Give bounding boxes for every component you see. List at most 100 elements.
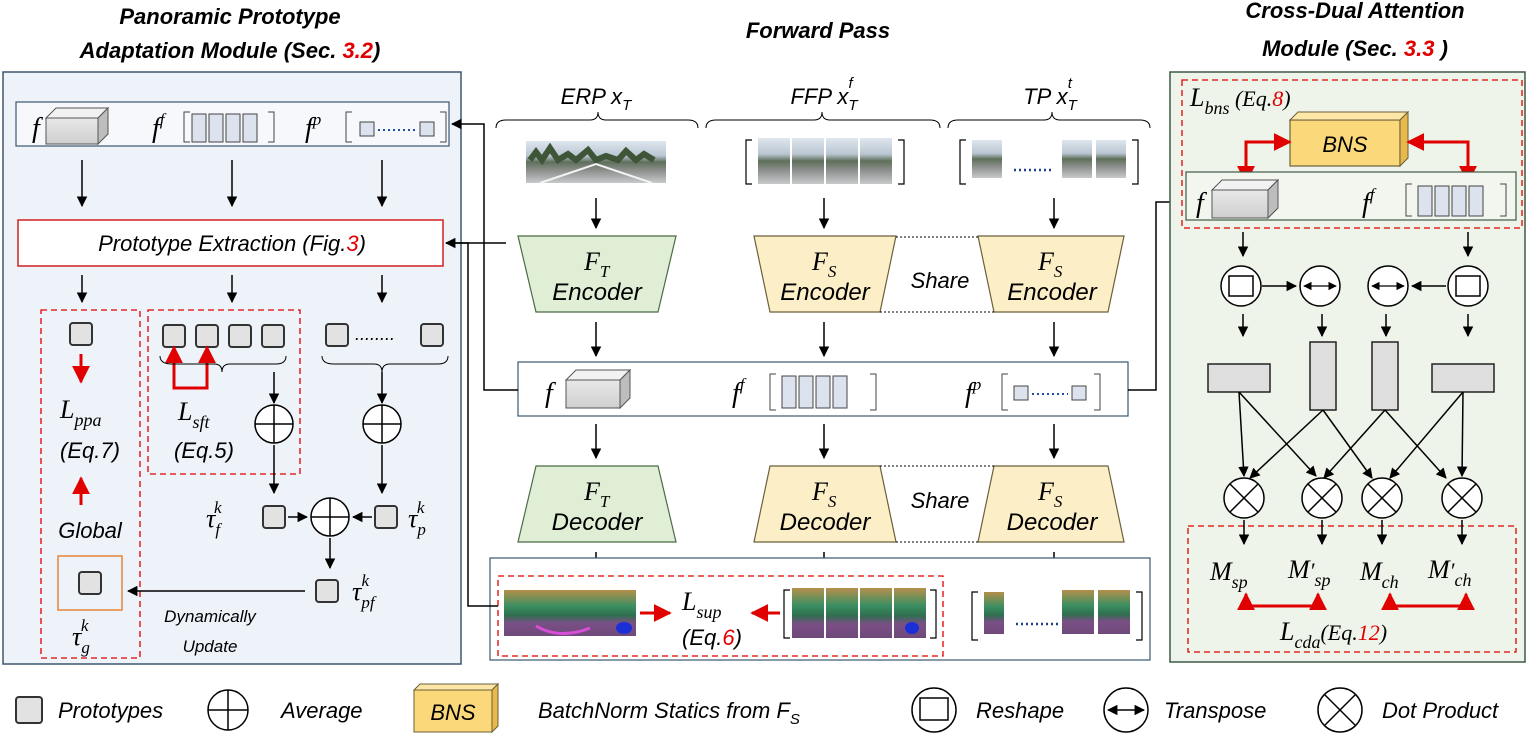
- input-braces: [495, 111, 1151, 129]
- legend-average-icon: [207, 689, 249, 731]
- tp-segmentation: [971, 590, 1143, 641]
- right-ff-slabs: [1405, 183, 1507, 217]
- teacher-decoder-label: Decoder: [552, 509, 644, 536]
- l-sft-label: Lsft: [177, 397, 210, 432]
- erp-input-label: ERP xT: [561, 84, 634, 114]
- eq7-label: (Eq.7): [60, 438, 120, 463]
- tau-g-label: τgk: [72, 616, 90, 657]
- student-encoder-ffp-symbol: FS: [811, 247, 837, 281]
- encoder-share-label: Share: [911, 268, 970, 293]
- prototype-extraction-label: Prototype Extraction (Fig.3): [98, 231, 366, 256]
- right-down-arrows-2: [1237, 314, 1474, 338]
- tau-f-icon: [262, 505, 286, 529]
- ffp-segmentation: [783, 588, 937, 639]
- center-f-label: f: [545, 378, 556, 409]
- right-title-line1: Cross-Dual Attention: [1245, 0, 1464, 23]
- bns-left-arrow: [1237, 133, 1292, 184]
- right-ff-label: ff: [1362, 185, 1377, 219]
- bns-box: [1288, 110, 1410, 168]
- student-decoder-ffp-label: Decoder: [780, 509, 872, 536]
- center-fp-patches: [1001, 373, 1101, 411]
- l-sup-label: Lsup: [681, 587, 721, 622]
- student-encoder-tp: [977, 235, 1125, 313]
- student-decoder-tp-label: Decoder: [1007, 509, 1099, 536]
- left-f-label: f: [32, 113, 43, 144]
- left-title-line1: Panoramic Prototype: [119, 4, 340, 29]
- tau-p-icon: [374, 505, 398, 529]
- ffp-input-label: FFP xTf: [790, 75, 859, 114]
- prototype-extraction-box: [17, 219, 444, 267]
- forward-pass-title: Forward Pass: [746, 18, 890, 43]
- panorama-prototypes: [325, 323, 444, 347]
- student-decoder-tp: [977, 465, 1125, 543]
- l-ppa-label: Lppa: [59, 395, 101, 430]
- dynamically-label: Dynamically: [164, 607, 257, 626]
- center-f-cube: [564, 368, 632, 410]
- tau-pf-icon: [315, 579, 339, 603]
- right-down-arrows-1: [1237, 232, 1474, 258]
- cross-lines: [1238, 391, 1468, 479]
- panorama-dots: ........: [355, 324, 395, 344]
- bns-label: BNS: [1322, 132, 1368, 157]
- right-down-arrows-3: [1238, 520, 1468, 546]
- erp-segmentation: [504, 590, 636, 636]
- left-f-cube: [44, 106, 110, 146]
- teacher-encoder-symbol: FT: [583, 247, 611, 281]
- bns-loss-dashed: [1181, 79, 1523, 229]
- teacher-decoder-symbol: FT: [583, 477, 611, 511]
- legend-dot-product-icon: [1317, 687, 1363, 733]
- left-arrows-to-extraction: [76, 160, 388, 208]
- l-cda-label: Lcda(Eq.12): [1279, 617, 1387, 652]
- right-f-cube: [1210, 178, 1280, 220]
- global-prototype-icon: [78, 571, 102, 595]
- ffp-images: [745, 138, 905, 185]
- legend-reshape-icon: [911, 687, 957, 733]
- right-title-line2: Module (Sec. 3.3 ): [1262, 36, 1448, 61]
- tau-p-label: τpk: [408, 498, 426, 539]
- frame-prototypes: [162, 324, 285, 348]
- sft-red-arrows: [165, 345, 216, 390]
- center-ff-label: ff: [732, 375, 747, 409]
- reshape-op-left: [1220, 265, 1262, 307]
- combine-average-icon: [310, 497, 350, 537]
- legend-reshape: Reshape: [976, 698, 1064, 723]
- student-decoder-tp-symbol: FS: [1037, 477, 1063, 511]
- global-branch-dashed: [40, 309, 141, 659]
- tp-images: [959, 139, 1139, 185]
- cda-loss-dashed: [1187, 525, 1517, 653]
- left-ff-slabs: [183, 111, 275, 143]
- right-f-label: f: [1196, 188, 1207, 219]
- sup-loss-dashed: [497, 575, 944, 657]
- student-decoder-ffp-symbol: FS: [811, 477, 837, 511]
- left-arrows-from-extraction: [76, 275, 388, 304]
- legend-bns-icon: [412, 682, 500, 734]
- matrix-blocks: [1207, 341, 1495, 411]
- m-prime-ch-label: M′ch: [1427, 555, 1471, 590]
- frame-branch-dashed: [147, 309, 301, 475]
- cda-arrow-sp: [1237, 592, 1327, 611]
- prototype-icon: [69, 322, 93, 346]
- cda-arrow-ch: [1381, 592, 1475, 611]
- legend-batchnorm: BatchNorm Statics from FS: [538, 698, 800, 728]
- m-sp-label: Msp: [1209, 557, 1248, 592]
- eq6-label: (Eq.6): [682, 625, 742, 650]
- decoder-share-label: Share: [911, 488, 970, 513]
- l-bns-label: Lbns (Eq.8): [1189, 83, 1291, 118]
- input-to-encoder-arrows: [590, 198, 1060, 230]
- encoder-to-feature-arrows: [590, 322, 1060, 358]
- center-ff-slabs: [769, 373, 877, 411]
- teacher-encoder-label: Encoder: [552, 279, 642, 306]
- global-label: Global: [58, 518, 123, 543]
- update-label: Update: [183, 637, 238, 656]
- student-encoder-ffp-label: Encoder: [780, 279, 870, 306]
- student-encoder-tp-symbol: FS: [1037, 247, 1063, 281]
- output-to-left-arrow: [446, 242, 498, 607]
- global-prototype-box: [57, 555, 123, 611]
- legend-transpose-icon: [1103, 687, 1149, 733]
- teacher-decoder: [517, 465, 677, 543]
- m-ch-label: Mch: [1359, 557, 1399, 592]
- tau-f-label: τfk: [206, 498, 222, 539]
- legend-bns: BNS: [430, 700, 476, 725]
- frame-average-icon: [254, 404, 294, 444]
- student-encoder-tp-label: Encoder: [1007, 279, 1097, 306]
